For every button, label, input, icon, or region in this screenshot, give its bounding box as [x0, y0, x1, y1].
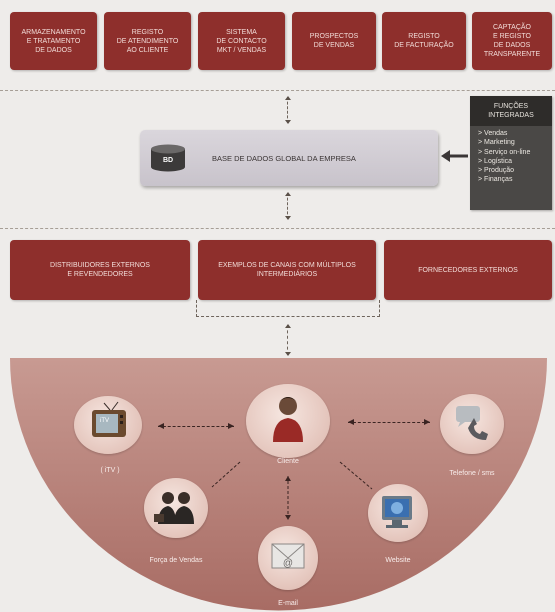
box-label: DISTRIBUIDORES EXTERNOS E REVENDEDORES	[50, 262, 150, 278]
separator-middle	[0, 228, 555, 229]
arrow-db-middle	[285, 192, 291, 220]
arrow-top-db	[285, 96, 291, 124]
function-item: Vendas	[478, 129, 530, 138]
box-distribuidores: DISTRIBUIDORES EXTERNOS E REVENDEDORES	[10, 240, 190, 300]
node-forca-vendas	[144, 478, 208, 538]
box-armazenamento: ARMAZENAMENTO E TRATAMENTO DE DADOS	[10, 12, 97, 70]
channels-semicircle	[10, 358, 547, 611]
node-website	[368, 484, 428, 542]
svg-text:@: @	[283, 558, 293, 569]
label-telefone: Telefone / sms	[449, 470, 495, 477]
box-label: CAPTAÇÃO E REGISTO DE DADOS TRANSPARENTE	[483, 24, 541, 58]
bracket-canais	[196, 300, 380, 317]
function-item: Serviço on-line	[478, 148, 530, 157]
database-box: BD BASE DE DADOS GLOBAL DA EMPRESA	[140, 130, 438, 186]
envelope-icon: @	[271, 543, 305, 569]
box-label: EXEMPLOS DE CANAIS COM MÚLTIPLOS INTERME…	[218, 262, 356, 278]
function-item: Produção	[478, 166, 530, 175]
arrow-functions-to-db	[441, 150, 468, 162]
node-telefone	[440, 394, 504, 454]
sales-team-icon	[154, 492, 194, 524]
box-registo-facturacao: REGISTO DE FACTURAÇÃO	[382, 12, 466, 70]
connector-cliente-phone	[348, 422, 430, 423]
function-item: Finanças	[478, 175, 530, 184]
box-label: SISTEMA DE CONTACTO MKT / VENDAS	[216, 28, 267, 54]
separator-top	[0, 90, 555, 91]
integrated-functions-title: FUNÇÕES INTEGRADAS	[470, 96, 552, 126]
box-prospectos: PROSPECTOS DE VENDAS	[292, 12, 376, 70]
database-title: BASE DE DADOS GLOBAL DA EMPRESA	[212, 154, 356, 163]
arrow-middle-semicircle	[285, 324, 291, 356]
box-label: ARMAZENAMENTO E TRATAMENTO DE DADOS	[21, 28, 86, 54]
phone-icon	[456, 406, 488, 440]
label-itv: ( iTV )	[100, 467, 120, 474]
connector-itv-cliente	[158, 426, 234, 427]
node-email: @	[258, 526, 318, 590]
tv-icon	[92, 401, 126, 437]
box-label: PROSPECTOS DE VENDAS	[309, 33, 359, 49]
label-website: Website	[385, 557, 411, 564]
integrated-functions-panel: FUNÇÕES INTEGRADAS Vendas Marketing Serv…	[470, 96, 552, 210]
box-label: REGISTO DE FACTURAÇÃO	[394, 33, 454, 49]
function-item: Marketing	[478, 138, 530, 147]
integrated-functions-list: Vendas Marketing Serviço on-line Logísti…	[478, 129, 530, 185]
box-label: REGISTO DE ATENDIMENTO AO CLIENTE	[116, 28, 179, 54]
label-cliente: Cliente	[277, 458, 299, 465]
person-icon	[273, 397, 303, 442]
label-email: E-mail	[278, 600, 298, 607]
database-icon-label: BD	[162, 157, 174, 164]
node-cliente	[246, 384, 330, 458]
label-forca-vendas: Força de Vendas	[149, 557, 203, 564]
box-canais-intermediarios: EXEMPLOS DE CANAIS COM MÚLTIPLOS INTERME…	[198, 240, 376, 300]
box-captacao: CAPTAÇÃO E REGISTO DE DADOS TRANSPARENTE	[472, 12, 552, 70]
itv-screen-label: iTV	[100, 418, 109, 424]
box-registo-atendimento: REGISTO DE ATENDIMENTO AO CLIENTE	[104, 12, 191, 70]
node-itv: iTV	[74, 396, 142, 454]
box-label: FORNECEDORES EXTERNOS	[418, 266, 518, 274]
function-item: Logística	[478, 157, 530, 166]
box-sistema-contacto: SISTEMA DE CONTACTO MKT / VENDAS	[198, 12, 285, 70]
computer-icon	[382, 496, 412, 528]
box-fornecedores: FORNECEDORES EXTERNOS	[384, 240, 552, 300]
database-icon	[151, 144, 185, 172]
